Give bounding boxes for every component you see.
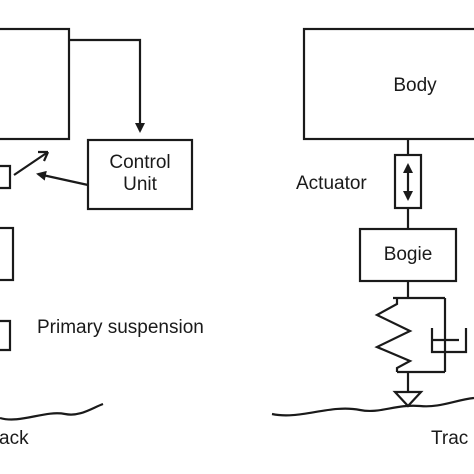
primary-spring xyxy=(374,298,413,372)
left-track-label: ack xyxy=(0,428,29,449)
left-body-box xyxy=(0,27,71,141)
left-variable-damper xyxy=(0,151,49,190)
primary-suspension-label: Primary suspension xyxy=(37,317,204,338)
actuator-label: Actuator xyxy=(296,173,367,194)
primary-damper-rod xyxy=(431,298,459,372)
left-primary-damper xyxy=(0,319,12,352)
control-unit-box xyxy=(86,138,194,211)
left-variable-damper-arrowhead xyxy=(38,150,50,162)
primary-damper-cup xyxy=(430,328,468,354)
right-track-line xyxy=(271,396,474,417)
left-bogie-box xyxy=(0,226,15,282)
right-track-label: Trac xyxy=(431,428,469,449)
control-signal-arrow xyxy=(36,170,89,187)
control-unit-label: Control Unit xyxy=(109,152,171,195)
left-track-line xyxy=(0,402,104,421)
wheel-triangle xyxy=(392,390,424,408)
body-box xyxy=(302,27,474,141)
body-label: Body xyxy=(393,75,437,96)
body-to-control-line xyxy=(69,38,145,133)
bogie-label: Bogie xyxy=(383,244,433,265)
